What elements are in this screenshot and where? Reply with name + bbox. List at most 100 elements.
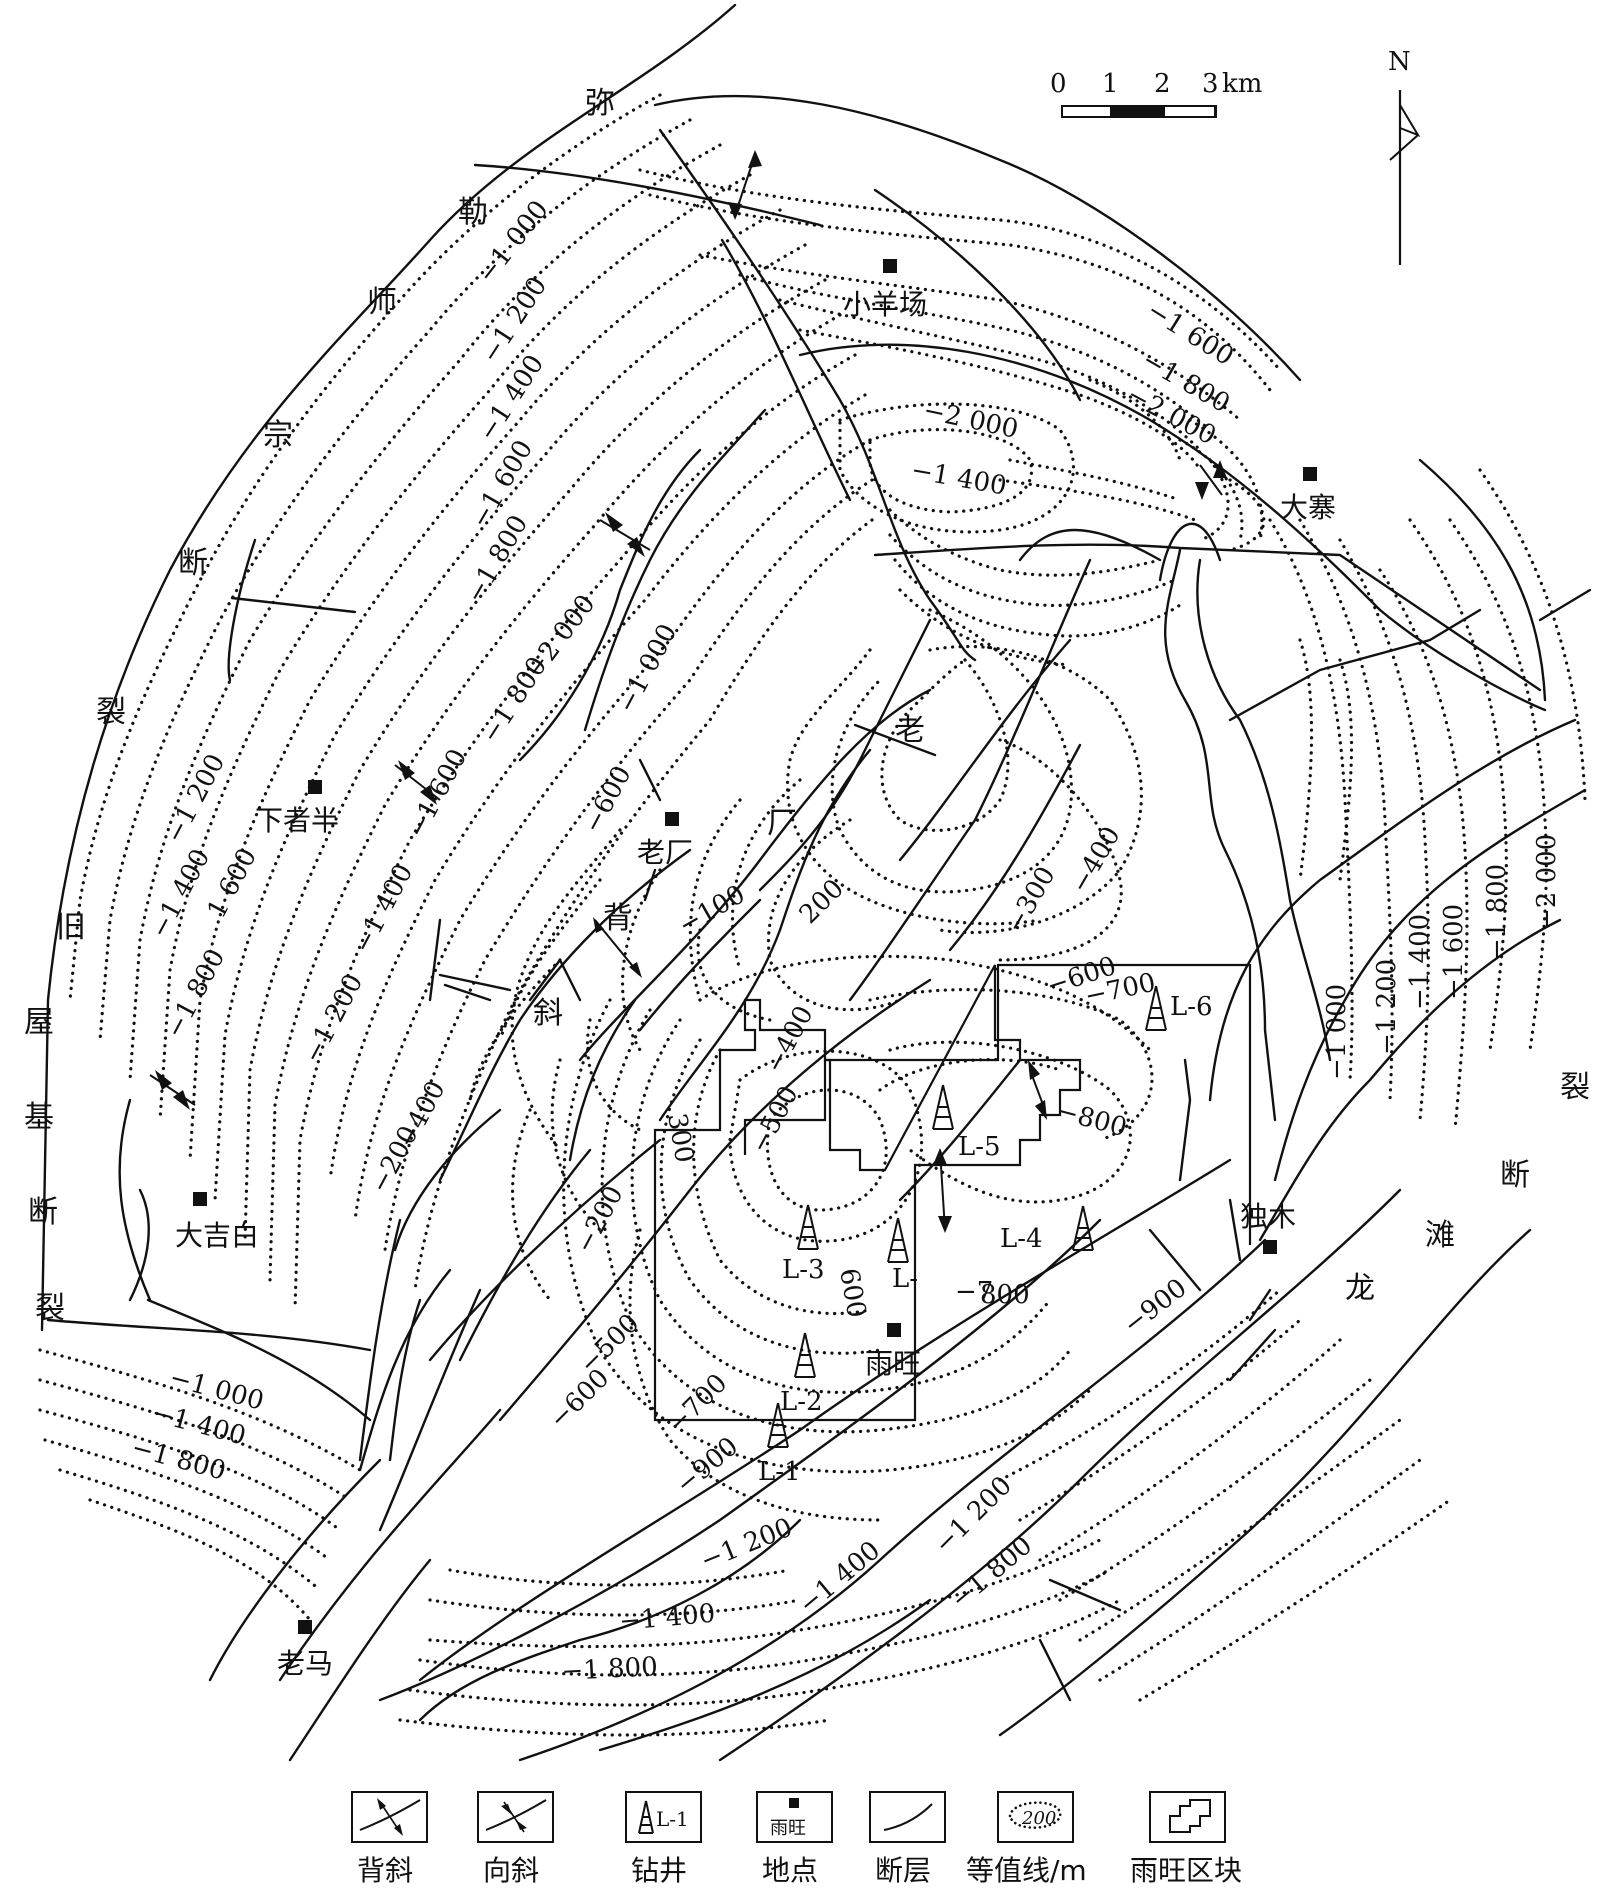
contour-label: −1 200 xyxy=(696,1513,796,1577)
well-label: L-6 xyxy=(1170,992,1213,1022)
fault-name-char: 滩 xyxy=(1425,1218,1455,1253)
well-icon xyxy=(797,1204,819,1250)
fault-name-char: 断 xyxy=(178,546,208,581)
place-marker-icon xyxy=(1263,1240,1277,1254)
contour-label: −1 800 xyxy=(1482,864,1512,960)
contour-label: −700 xyxy=(662,1368,734,1440)
contour-label: 300 xyxy=(661,1111,699,1165)
fault-line-icon xyxy=(883,1803,933,1831)
contour-label: −100 xyxy=(674,879,751,941)
legend-label: 钻井 xyxy=(631,1854,687,1887)
legend-label: 向斜 xyxy=(483,1854,539,1887)
anticline-arrow-icon xyxy=(377,1798,386,1810)
well-icon xyxy=(932,1084,954,1130)
contour-lines xyxy=(38,93,1587,1737)
north-label: N xyxy=(1388,47,1411,77)
legend-label: 等值线/m xyxy=(966,1854,1087,1887)
fault-name-char: 基 xyxy=(24,1100,54,1135)
scale-tick-1: 1 xyxy=(1102,69,1119,99)
block-boundary-icon xyxy=(1169,1799,1211,1833)
fault-name-char: 屋 xyxy=(24,1005,54,1040)
place-marker-icon xyxy=(883,259,897,273)
place-label: 老厂 xyxy=(637,836,693,869)
contour-label: −200 xyxy=(570,1181,630,1258)
anticline-name-char: 厂 xyxy=(767,806,797,841)
legend-label: 地点 xyxy=(762,1854,818,1887)
legend: 背斜 向斜 L-1 钻井 雨旺 地点 xyxy=(351,1791,1242,1887)
legend-label: 背斜 xyxy=(357,1854,413,1887)
fault-name-char: 断 xyxy=(1500,1158,1530,1193)
fault-name-char: 勒 xyxy=(458,195,488,230)
contour-label: −1 800 xyxy=(460,510,534,608)
place-label: 下者半 xyxy=(255,804,339,837)
legend-anticline: 背斜 xyxy=(351,1791,428,1887)
fault-name-char: 裂 xyxy=(96,695,126,730)
contour-label: −1 400 xyxy=(909,455,1009,501)
contour-label: −1 000 xyxy=(612,619,684,718)
places: 小羊场 大寨 下者半 老厂 大吉白 老马 雨旺 独木 xyxy=(175,259,1336,1680)
anticline-name-char: 斜 xyxy=(533,996,563,1031)
contour-label: −1 400 xyxy=(793,1536,886,1621)
contour-label: −1 600 xyxy=(1439,904,1469,1000)
place-marker-icon xyxy=(789,1798,799,1808)
scale-tick-3: 3 xyxy=(1202,69,1219,99)
contour-label: −2 000 xyxy=(1532,834,1562,930)
wells: L-1 L-2 L-3 L- L-4 L-5 L-6 xyxy=(758,985,1213,1487)
place-label: 大吉白 xyxy=(175,1219,259,1252)
contour-label: 800 xyxy=(980,1280,1030,1310)
place-marker-icon xyxy=(308,780,322,794)
contour-label: −300 xyxy=(1000,862,1062,939)
place-marker-icon xyxy=(887,1323,901,1337)
fault-lines xyxy=(40,3,1592,1762)
contour-label: −7 xyxy=(955,1277,993,1307)
legend-contour: 200 等值线/m xyxy=(966,1791,1087,1887)
fault-name-char: 断 xyxy=(28,1195,58,1230)
legend-fault: 断层 xyxy=(869,1791,946,1887)
well-icon xyxy=(767,1402,789,1448)
legend-label: 雨旺区块 xyxy=(1130,1854,1242,1887)
contour-label: −1 400 xyxy=(145,844,217,943)
fault-name-char: 宗 xyxy=(263,418,293,453)
contour-label: −1 400 xyxy=(348,859,420,958)
syncline-arrow-icon xyxy=(516,1820,527,1830)
well-icon xyxy=(794,1332,816,1378)
contour-labels: −1 000 −1 200 −1 400 −1 600 −1 800 −2 00… xyxy=(128,195,1562,1687)
place-marker-icon xyxy=(1303,467,1317,481)
place-label: 小羊场 xyxy=(843,288,927,321)
contour-label: −1 200 xyxy=(1372,959,1402,1055)
contour-label: −1 200 xyxy=(160,749,232,848)
contour-label: −1 400 xyxy=(1405,914,1435,1010)
scale-tick-2: 2 xyxy=(1154,69,1171,99)
contour-label: −1 800 xyxy=(561,1652,659,1687)
fault-name-char: 裂 xyxy=(1560,1070,1590,1105)
well-icon xyxy=(638,1800,654,1834)
contour-label: −1 600 xyxy=(402,744,474,843)
fault-name-char: 龙 xyxy=(1345,1271,1375,1306)
place-label: 大寨 xyxy=(1280,491,1336,524)
well-icon xyxy=(1072,1205,1094,1251)
contour-label: −400 xyxy=(392,1076,452,1153)
contour-label: −1 000 xyxy=(1322,984,1352,1080)
fault-name-char: 裂 xyxy=(35,1291,65,1326)
contour-label: 600 xyxy=(833,1266,871,1320)
fold-arrows xyxy=(149,150,1227,1233)
legend-contour-sample: 200 xyxy=(1021,1808,1056,1829)
fault-names: 弥 勒 师 宗 断 裂 旧 屋 基 断 裂 老 厂 背 斜 裂 断 滩 龙 xyxy=(24,86,1590,1326)
scale-unit: km xyxy=(1222,69,1262,99)
north-arrow-icon: N xyxy=(1388,47,1421,265)
legend-well: L-1 钻井 xyxy=(625,1791,702,1887)
legend-place-sample: 雨旺 xyxy=(770,1818,806,1839)
legend-label: 断层 xyxy=(875,1854,931,1887)
legend-block: 雨旺区块 xyxy=(1130,1791,1242,1887)
yuwang-block-inner xyxy=(743,963,1252,1245)
well-icon xyxy=(1145,985,1167,1031)
fault-name-char: 师 xyxy=(367,285,397,320)
well-label: L-3 xyxy=(782,1255,825,1285)
fault-name-char: 弥 xyxy=(585,86,615,121)
syncline-arrow-icon xyxy=(501,1804,512,1815)
contour-label: −600 xyxy=(578,761,638,838)
contour-label: −600 xyxy=(544,1363,616,1435)
contour-label: 200 xyxy=(794,874,850,930)
